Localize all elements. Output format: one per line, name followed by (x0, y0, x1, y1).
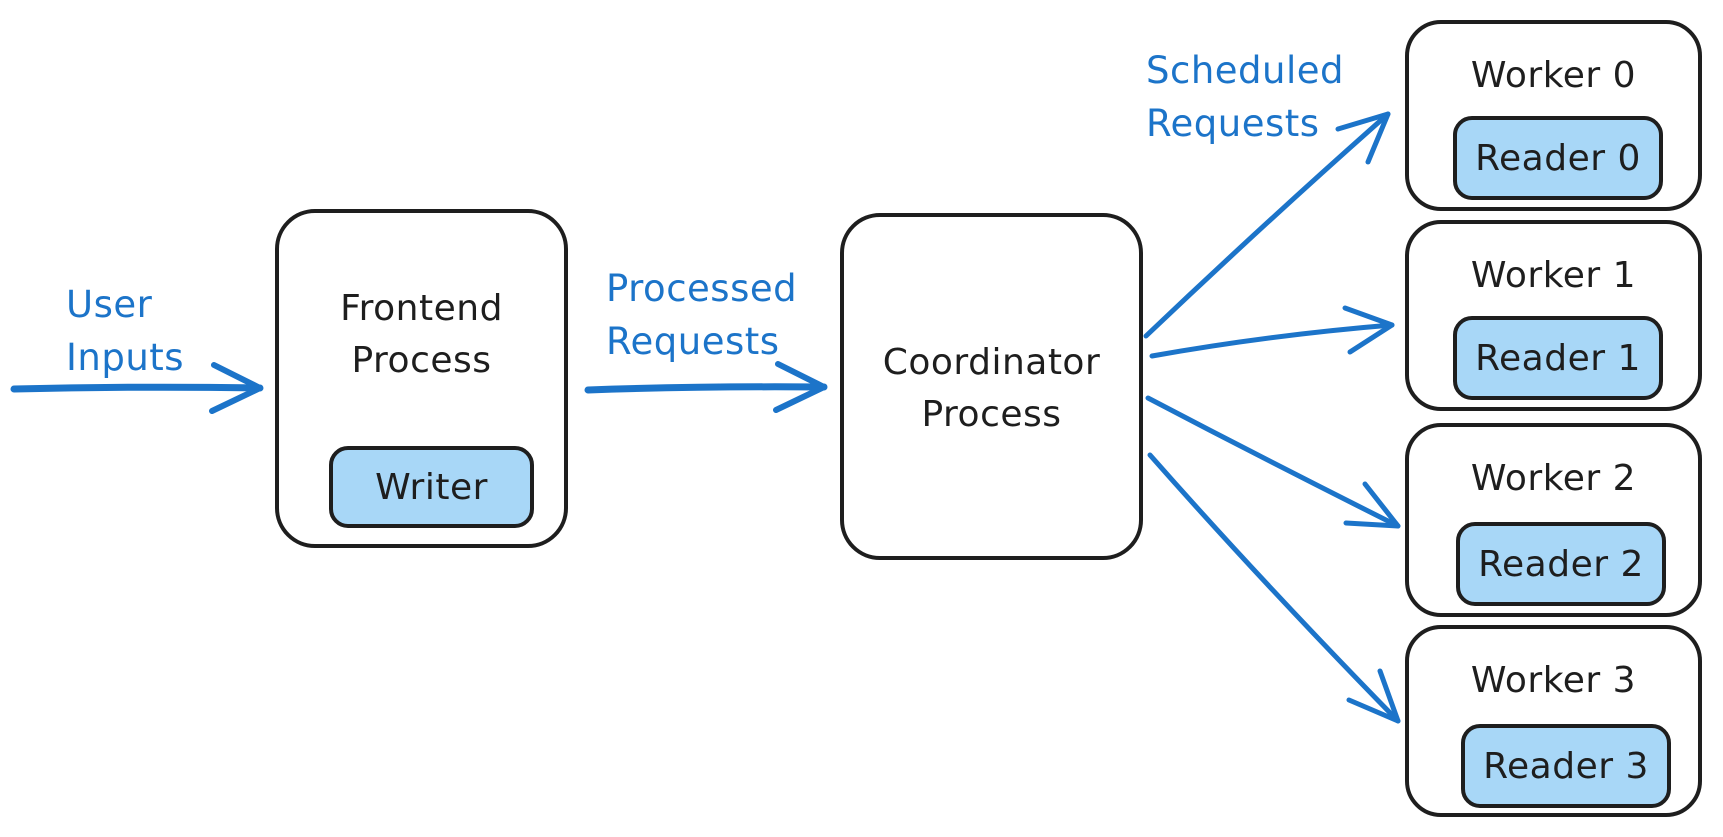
reader-node-0: Reader 0 (1453, 116, 1663, 200)
worker-title-1: Worker 1 (1470, 255, 1637, 296)
worker-title-0: Worker 0 (1470, 55, 1637, 96)
reader-node-3: Reader 3 (1461, 724, 1671, 808)
worker-node-2: Worker 2 Reader 2 (1405, 423, 1702, 617)
writer-node: Writer (329, 446, 534, 528)
reader-label-0: Reader 0 (1475, 137, 1641, 179)
processed-requests-arrow (584, 361, 828, 413)
reader-node-2: Reader 2 (1456, 522, 1666, 606)
processed-requests-label: Processed Requests (606, 267, 798, 363)
reader-label-1: Reader 1 (1475, 337, 1641, 379)
user-inputs-label: User Inputs (66, 283, 185, 379)
frontend-process-node: Frontend Process Writer (275, 209, 568, 548)
reader-label-3: Reader 3 (1483, 745, 1649, 787)
frontend-process-title: Frontend Process (340, 288, 503, 381)
writer-label: Writer (375, 466, 488, 508)
coordinator-process-node: Coordinator Process (840, 213, 1143, 560)
scheduled-arrow-worker-3 (1147, 452, 1401, 724)
worker-node-3: Worker 3 Reader 3 (1405, 625, 1702, 817)
reader-label-2: Reader 2 (1478, 543, 1644, 585)
worker-title-3: Worker 3 (1470, 660, 1637, 701)
worker-node-0: Worker 0 Reader 0 (1405, 20, 1702, 211)
scheduled-requests-label: Scheduled Requests (1146, 49, 1345, 145)
coordinator-process-title: Coordinator Process (882, 342, 1101, 435)
scheduled-arrow-worker-1 (1149, 305, 1395, 359)
scheduled-arrow-worker-2 (1145, 395, 1401, 529)
reader-node-1: Reader 1 (1453, 316, 1663, 400)
worker-title-2: Worker 2 (1470, 458, 1637, 499)
worker-node-1: Worker 1 Reader 1 (1405, 220, 1702, 411)
